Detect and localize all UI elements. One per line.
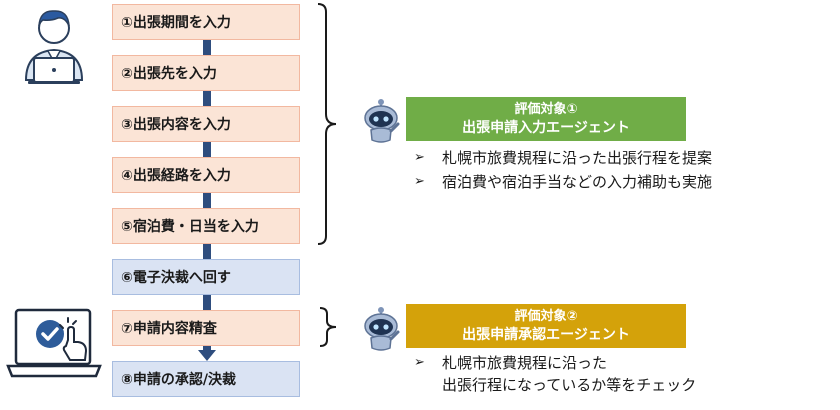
flow-connector	[203, 40, 211, 352]
step-8-approve-decide: ⑧申請の承認/決裁	[112, 361, 300, 397]
step-5-input-lodging-allowance: ⑤宿泊費・日当を入力	[112, 208, 300, 244]
robot-agent-icon	[364, 99, 400, 143]
agent-2-bullet-1: ➢ 札幌市旅費規程に沿った	[414, 354, 608, 372]
agent-1-label-box: 評価対象① 出張申請入力エージェント	[406, 97, 686, 141]
agent-1-name: 出張申請入力エージェント	[462, 120, 630, 136]
step-4-input-route: ④出張経路を入力	[112, 157, 300, 193]
step-2-input-destination: ②出張先を入力	[112, 55, 300, 91]
laptop-check-click-icon	[6, 308, 102, 378]
person-at-laptop-icon	[24, 10, 84, 84]
agent-2-name: 出張申請承認エージェント	[462, 327, 630, 343]
agent-1-bullet-2: ➢ 宿泊費や宿泊手当などの入力補助も実施	[414, 173, 713, 191]
agent-2-scope-bracket	[319, 307, 337, 347]
agent-1-scope-bracket	[317, 3, 337, 245]
arrow-bullet-icon: ➢	[414, 150, 425, 165]
agent-1-target-label: 評価対象①	[514, 102, 578, 117]
agent-2-target-label: 評価対象②	[514, 309, 578, 324]
arrow-bullet-icon: ➢	[414, 174, 425, 189]
agent-1-bullet-1: ➢ 札幌市旅費規程に沿った出張行程を提案	[414, 149, 713, 167]
arrow-bullet-icon: ➢	[414, 355, 425, 370]
step-3-input-content: ③出張内容を入力	[112, 106, 300, 142]
agent-2-label-box: 評価対象② 出張申請承認エージェント	[406, 304, 686, 348]
step-7-review-application: ⑦申請内容精査	[112, 310, 300, 346]
step-6-send-e-approval: ⑥電子決裁へ回す	[112, 259, 300, 295]
flow-arrow-head	[198, 350, 216, 361]
step-1-input-period: ①出張期間を入力	[112, 4, 300, 40]
robot-agent-icon	[364, 307, 400, 351]
agent-2-bullet-1-continued: 出張行程になっているか等をチェック	[442, 376, 697, 394]
